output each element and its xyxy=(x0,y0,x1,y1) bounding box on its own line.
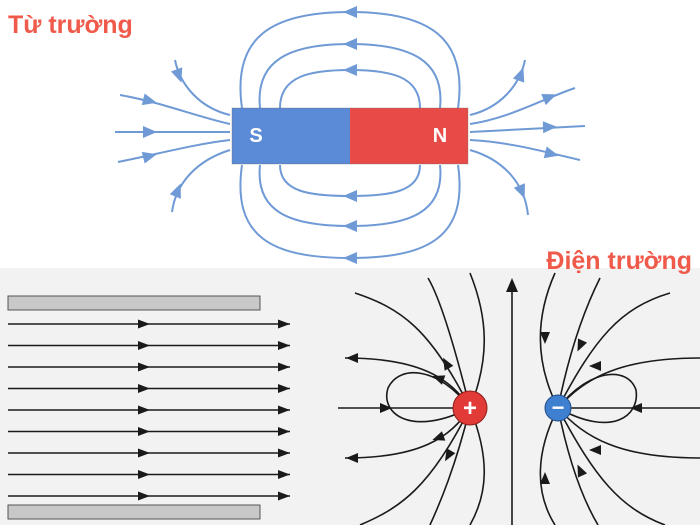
magnetic-field-loop-bottom-1 xyxy=(279,164,421,198)
field-arrow-7 xyxy=(432,431,446,441)
magnetic-field-line-left-4 xyxy=(117,139,231,163)
magnetic-field-line-right-4 xyxy=(469,139,581,161)
magnetic-arrow-top-3 xyxy=(343,6,357,18)
field-arrow-13 xyxy=(540,332,550,344)
charge-field xyxy=(338,272,700,525)
uniform-field-arrow xyxy=(138,319,150,329)
uniform-field-arrow xyxy=(138,405,150,415)
magnetic-field-loop-bottom-3 xyxy=(239,164,461,260)
uniform-field-arrow xyxy=(138,384,150,393)
magnetic-field-loop-top-3 xyxy=(239,10,461,109)
magnetic-arrow-left-3 xyxy=(143,126,157,138)
magnetic-field-line-left-2 xyxy=(119,94,231,125)
field-line-pos-5 xyxy=(354,292,471,409)
uniform-field-arrow xyxy=(278,427,290,436)
magnetic-arrow-right-3 xyxy=(542,121,557,134)
magnetic-arrow-left-5 xyxy=(169,183,181,199)
field-line-neg-7 xyxy=(557,277,601,409)
field-line-neg-4 xyxy=(557,407,700,459)
uniform-field-arrow xyxy=(138,448,150,458)
electric-field-diagram: + − xyxy=(0,268,700,525)
field-line-neg-3 xyxy=(557,357,700,409)
positive-charge-label: + xyxy=(463,395,477,422)
uniform-field-arrow xyxy=(138,362,150,372)
field-line-pos-7 xyxy=(427,277,471,409)
magnetic-arrow-bottom-3 xyxy=(343,252,357,264)
magnetic-arrow-left-2 xyxy=(141,93,157,106)
magnetic-field-loop-top-2 xyxy=(258,42,442,109)
capacitor-plate-top xyxy=(7,295,261,311)
charge-field-arrows xyxy=(346,332,642,484)
electric-field-title: Điện trường xyxy=(546,247,692,275)
field-line-neg-10 xyxy=(539,407,559,525)
magnetic-field-line-left-5 xyxy=(171,149,231,213)
uniform-field-arrow xyxy=(278,470,290,479)
uniform-field-arrow xyxy=(138,491,150,501)
uniform-field-arrow xyxy=(278,384,290,393)
field-arrow-12 xyxy=(577,464,588,478)
uniform-field-arrow xyxy=(278,491,290,501)
magnetic-field-line-right-2 xyxy=(469,87,576,125)
negative-charge-label: − xyxy=(552,395,565,420)
field-line-neg-8 xyxy=(557,407,599,525)
magnet-south-pole xyxy=(232,108,350,164)
field-arrow-14 xyxy=(540,472,550,484)
south-pole-label: S xyxy=(249,125,262,147)
field-arrow-11 xyxy=(577,338,588,352)
field-arrow-10 xyxy=(589,445,601,455)
magnetic-arrow-bottom-1 xyxy=(343,190,357,202)
field-arrow-2 xyxy=(346,353,358,363)
magnetic-field-loop-top-1 xyxy=(279,68,421,109)
uniform-field-arrow xyxy=(138,427,150,436)
field-arrow-8 xyxy=(630,403,642,413)
uniform-field-arrow xyxy=(138,341,150,350)
magnetic-arrow-right-2 xyxy=(541,94,557,106)
magnetic-arrow-top-2 xyxy=(343,38,357,50)
uniform-field xyxy=(7,295,290,520)
electric-field-panel xyxy=(0,268,700,525)
magnetic-field-line-right-1 xyxy=(469,59,526,116)
uniform-field-arrow xyxy=(278,319,290,329)
magnetic-arrow-left-4 xyxy=(141,151,157,164)
magnetic-arrow-right-5 xyxy=(513,183,525,199)
field-arrow-6 xyxy=(432,375,446,385)
magnetic-arrow-right-4 xyxy=(543,146,559,159)
uniform-field-arrow xyxy=(138,470,150,479)
field-arrow-9 xyxy=(589,361,601,371)
field-axis-arrow xyxy=(506,278,518,292)
magnetic-arrow-top-1 xyxy=(343,64,357,76)
positive-charge: + xyxy=(452,390,488,426)
field-arrow-1 xyxy=(380,403,392,413)
field-arrow-3 xyxy=(346,453,358,463)
magnetic-field-line-right-3 xyxy=(469,125,586,133)
magnet-north-pole xyxy=(350,108,468,164)
magnetic-arrow-left-1 xyxy=(170,67,183,83)
field-arrow-5 xyxy=(445,448,456,462)
field-line-neg-9 xyxy=(539,272,559,409)
north-pole-label: N xyxy=(433,125,447,147)
magnetic-arrow-right-1 xyxy=(512,67,525,83)
magnetic-field-line-left-1 xyxy=(174,59,231,116)
field-line-neg-6 xyxy=(557,407,666,525)
field-line-neg-5 xyxy=(557,292,671,409)
field-line-pos-8 xyxy=(429,407,471,525)
magnetic-field-title: Từ trường xyxy=(8,11,133,39)
uniform-field-arrow xyxy=(278,405,290,415)
bar-magnet: S N xyxy=(231,107,469,165)
uniform-field-arrow xyxy=(278,448,290,458)
magnetic-field-diagram: S N xyxy=(115,6,586,264)
negative-charge: − xyxy=(544,394,572,422)
magnetic-arrow-bottom-2 xyxy=(343,220,357,232)
field-line-pos-6 xyxy=(359,407,471,525)
magnetic-field-line-right-5 xyxy=(469,149,529,216)
uniform-field-arrow xyxy=(278,362,290,372)
capacitor-plate-bottom xyxy=(7,504,261,520)
field-arrow-4 xyxy=(443,357,454,371)
uniform-field-arrow xyxy=(278,341,290,350)
